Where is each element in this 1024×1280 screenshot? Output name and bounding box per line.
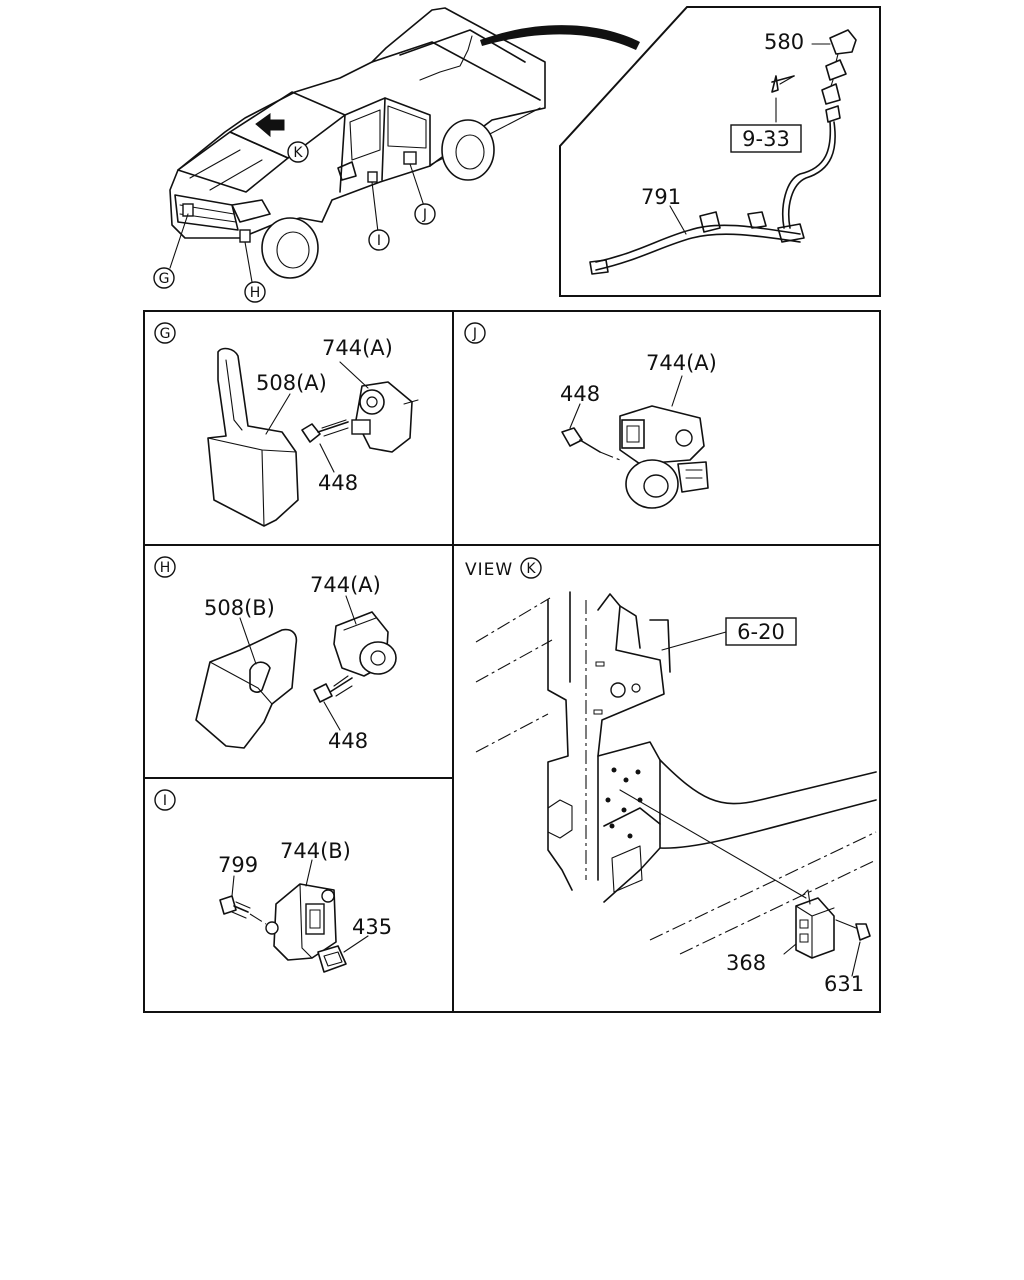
svg-text:K: K [526,561,536,577]
callout-i: I [368,229,390,251]
label-791: 791 [641,185,681,209]
label-448-g: 448 [318,471,358,495]
panel-j-letter: J [464,322,486,344]
svg-text:G: G [159,271,170,287]
svg-text:K: K [293,145,303,161]
panel-k: VIEW K [465,557,877,996]
svg-text:H: H [250,285,261,301]
label-368: 368 [726,951,766,975]
label-744b: 744(B) [280,839,351,863]
label-448-h: 448 [328,729,368,753]
svg-text:G: G [160,326,171,342]
panel-j: J 744(A) 448 [464,322,717,509]
label-744a-h: 744(A) [310,573,381,597]
label-744a-g: 744(A) [322,336,393,360]
ref-6-20: 6-20 [725,617,797,646]
panel-grid [143,310,881,1013]
panel-h-letter: H [154,556,176,578]
svg-text:J: J [422,207,427,223]
ref-9-33: 9-33 [730,124,802,153]
panel-i-letter: I [154,789,176,811]
panel-i: I 799 744(B) 435 [154,789,392,973]
label-508b: 508(B) [204,596,275,620]
panel-g-letter: G [154,322,176,344]
callout-g: G [153,267,175,289]
svg-text:J: J [472,326,477,342]
label-631: 631 [824,972,864,996]
label-435: 435 [352,915,392,939]
svg-text:6-20: 6-20 [737,620,785,644]
label-508a: 508(A) [256,371,327,395]
svg-text:9-33: 9-33 [742,127,790,151]
label-580: 580 [764,30,804,54]
vehicle-overview: K G H I J [153,7,640,303]
callout-h: H [244,281,266,303]
callout-j: J [414,203,436,225]
label-799: 799 [218,853,258,877]
callout-k: K [287,141,309,163]
svg-text:I: I [377,233,381,249]
panel-g: G 744(A) 508(A) 448 [154,322,419,527]
label-744a-j: 744(A) [646,351,717,375]
panel-h: H 744(A) 508(B) 448 [154,556,397,753]
panel-k-title: VIEW K [465,557,542,580]
svg-text:H: H [160,560,171,576]
label-448-j: 448 [560,382,600,406]
svg-text:VIEW: VIEW [465,560,513,580]
svg-text:I: I [163,793,167,809]
harness-inset: 580 9-33 791 [559,6,881,297]
